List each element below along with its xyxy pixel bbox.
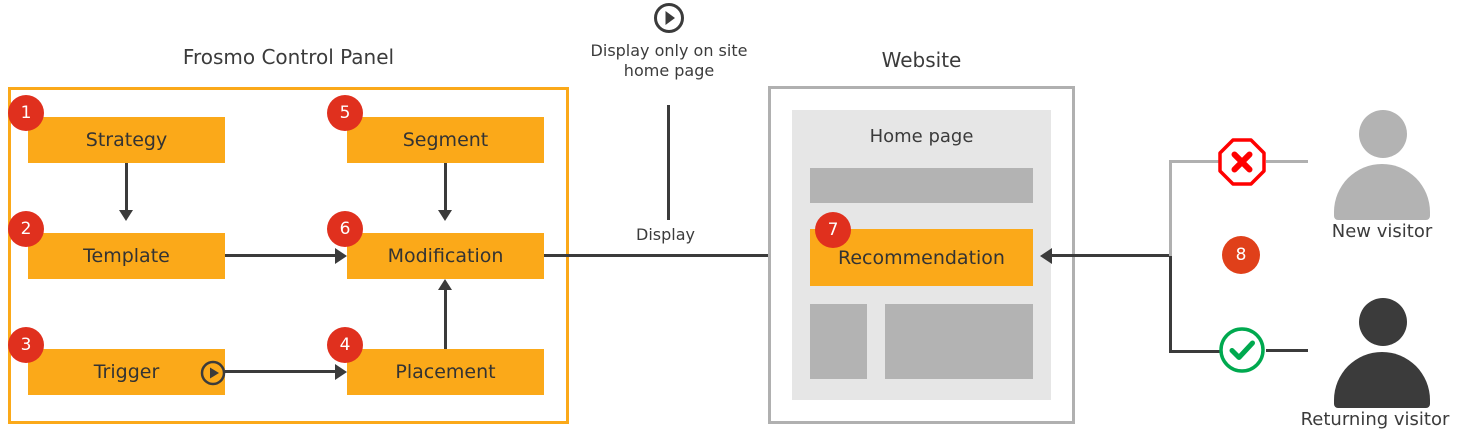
check-circle-icon xyxy=(1217,325,1267,375)
node-strategy[interactable]: Strategy xyxy=(28,117,225,163)
display-flow-label: Display xyxy=(636,225,695,244)
badge-7: 7 xyxy=(815,212,851,248)
node-trigger-label: Trigger xyxy=(93,361,160,383)
node-placement-label: Placement xyxy=(395,361,496,383)
connector-template-modification-arrowhead xyxy=(335,248,347,264)
branch-returning-horizontal xyxy=(1169,350,1220,353)
branch-new-horizontal xyxy=(1169,160,1220,163)
control-panel-title: Frosmo Control Panel xyxy=(182,45,395,69)
connector-visitor-recommendation xyxy=(1052,254,1172,257)
content-block-bottom-left xyxy=(810,304,867,379)
connector-segment-modification xyxy=(444,163,447,210)
branch-new-vertical xyxy=(1169,161,1172,256)
badge-4: 4 xyxy=(327,327,363,363)
play-circle-icon xyxy=(200,360,226,386)
connector-template-modification xyxy=(225,254,335,257)
node-segment[interactable]: Segment xyxy=(347,117,544,163)
content-block-top xyxy=(810,168,1033,203)
node-recommendation-label: Recommendation xyxy=(838,246,1005,269)
node-template[interactable]: Template xyxy=(28,233,225,279)
content-block-bottom-right xyxy=(885,304,1033,379)
connector-trigger-placement xyxy=(225,370,335,373)
home-page-title: Home page xyxy=(869,126,974,147)
new-visitor-label: New visitor xyxy=(1331,221,1433,242)
display-rule-connector xyxy=(667,105,670,220)
connector-trigger-placement-arrowhead xyxy=(335,364,347,380)
display-rule-caption-line2: home page xyxy=(623,61,715,80)
node-modification[interactable]: Modification xyxy=(347,233,544,279)
branch-returning-vertical xyxy=(1169,254,1172,353)
node-template-label: Template xyxy=(83,245,170,267)
display-rule-play-circle-icon xyxy=(653,2,685,34)
branch-returning-tail xyxy=(1266,349,1308,352)
connector-strategy-template xyxy=(125,163,128,210)
connector-placement-modification-arrowhead xyxy=(438,279,452,290)
returning-visitor-avatar xyxy=(1334,298,1430,408)
badge-8: 8 xyxy=(1222,236,1260,274)
node-strategy-label: Strategy xyxy=(85,129,168,151)
returning-visitor-label: Returning visitor xyxy=(1300,409,1450,430)
node-segment-label: Segment xyxy=(402,129,489,151)
badge-6: 6 xyxy=(327,211,363,247)
branch-new-tail xyxy=(1266,160,1308,163)
badge-2: 2 xyxy=(8,211,44,247)
node-trigger[interactable]: Trigger xyxy=(28,349,226,395)
stop-octagon-x-icon xyxy=(1217,137,1267,187)
node-modification-label: Modification xyxy=(387,245,504,267)
badge-1: 1 xyxy=(8,95,44,131)
new-visitor-avatar xyxy=(1334,110,1430,220)
badge-5: 5 xyxy=(327,95,363,131)
connector-modification-recommendation xyxy=(544,254,804,257)
badge-3: 3 xyxy=(8,327,44,363)
connector-strategy-template-arrowhead xyxy=(119,210,133,221)
node-placement[interactable]: Placement xyxy=(347,349,544,395)
connector-placement-modification xyxy=(444,290,447,349)
website-title: Website xyxy=(881,48,962,72)
connector-segment-modification-arrowhead xyxy=(438,210,452,221)
display-rule-caption-line1: Display only on site xyxy=(590,41,748,60)
connector-visitor-recommendation-arrowhead xyxy=(1040,248,1052,264)
